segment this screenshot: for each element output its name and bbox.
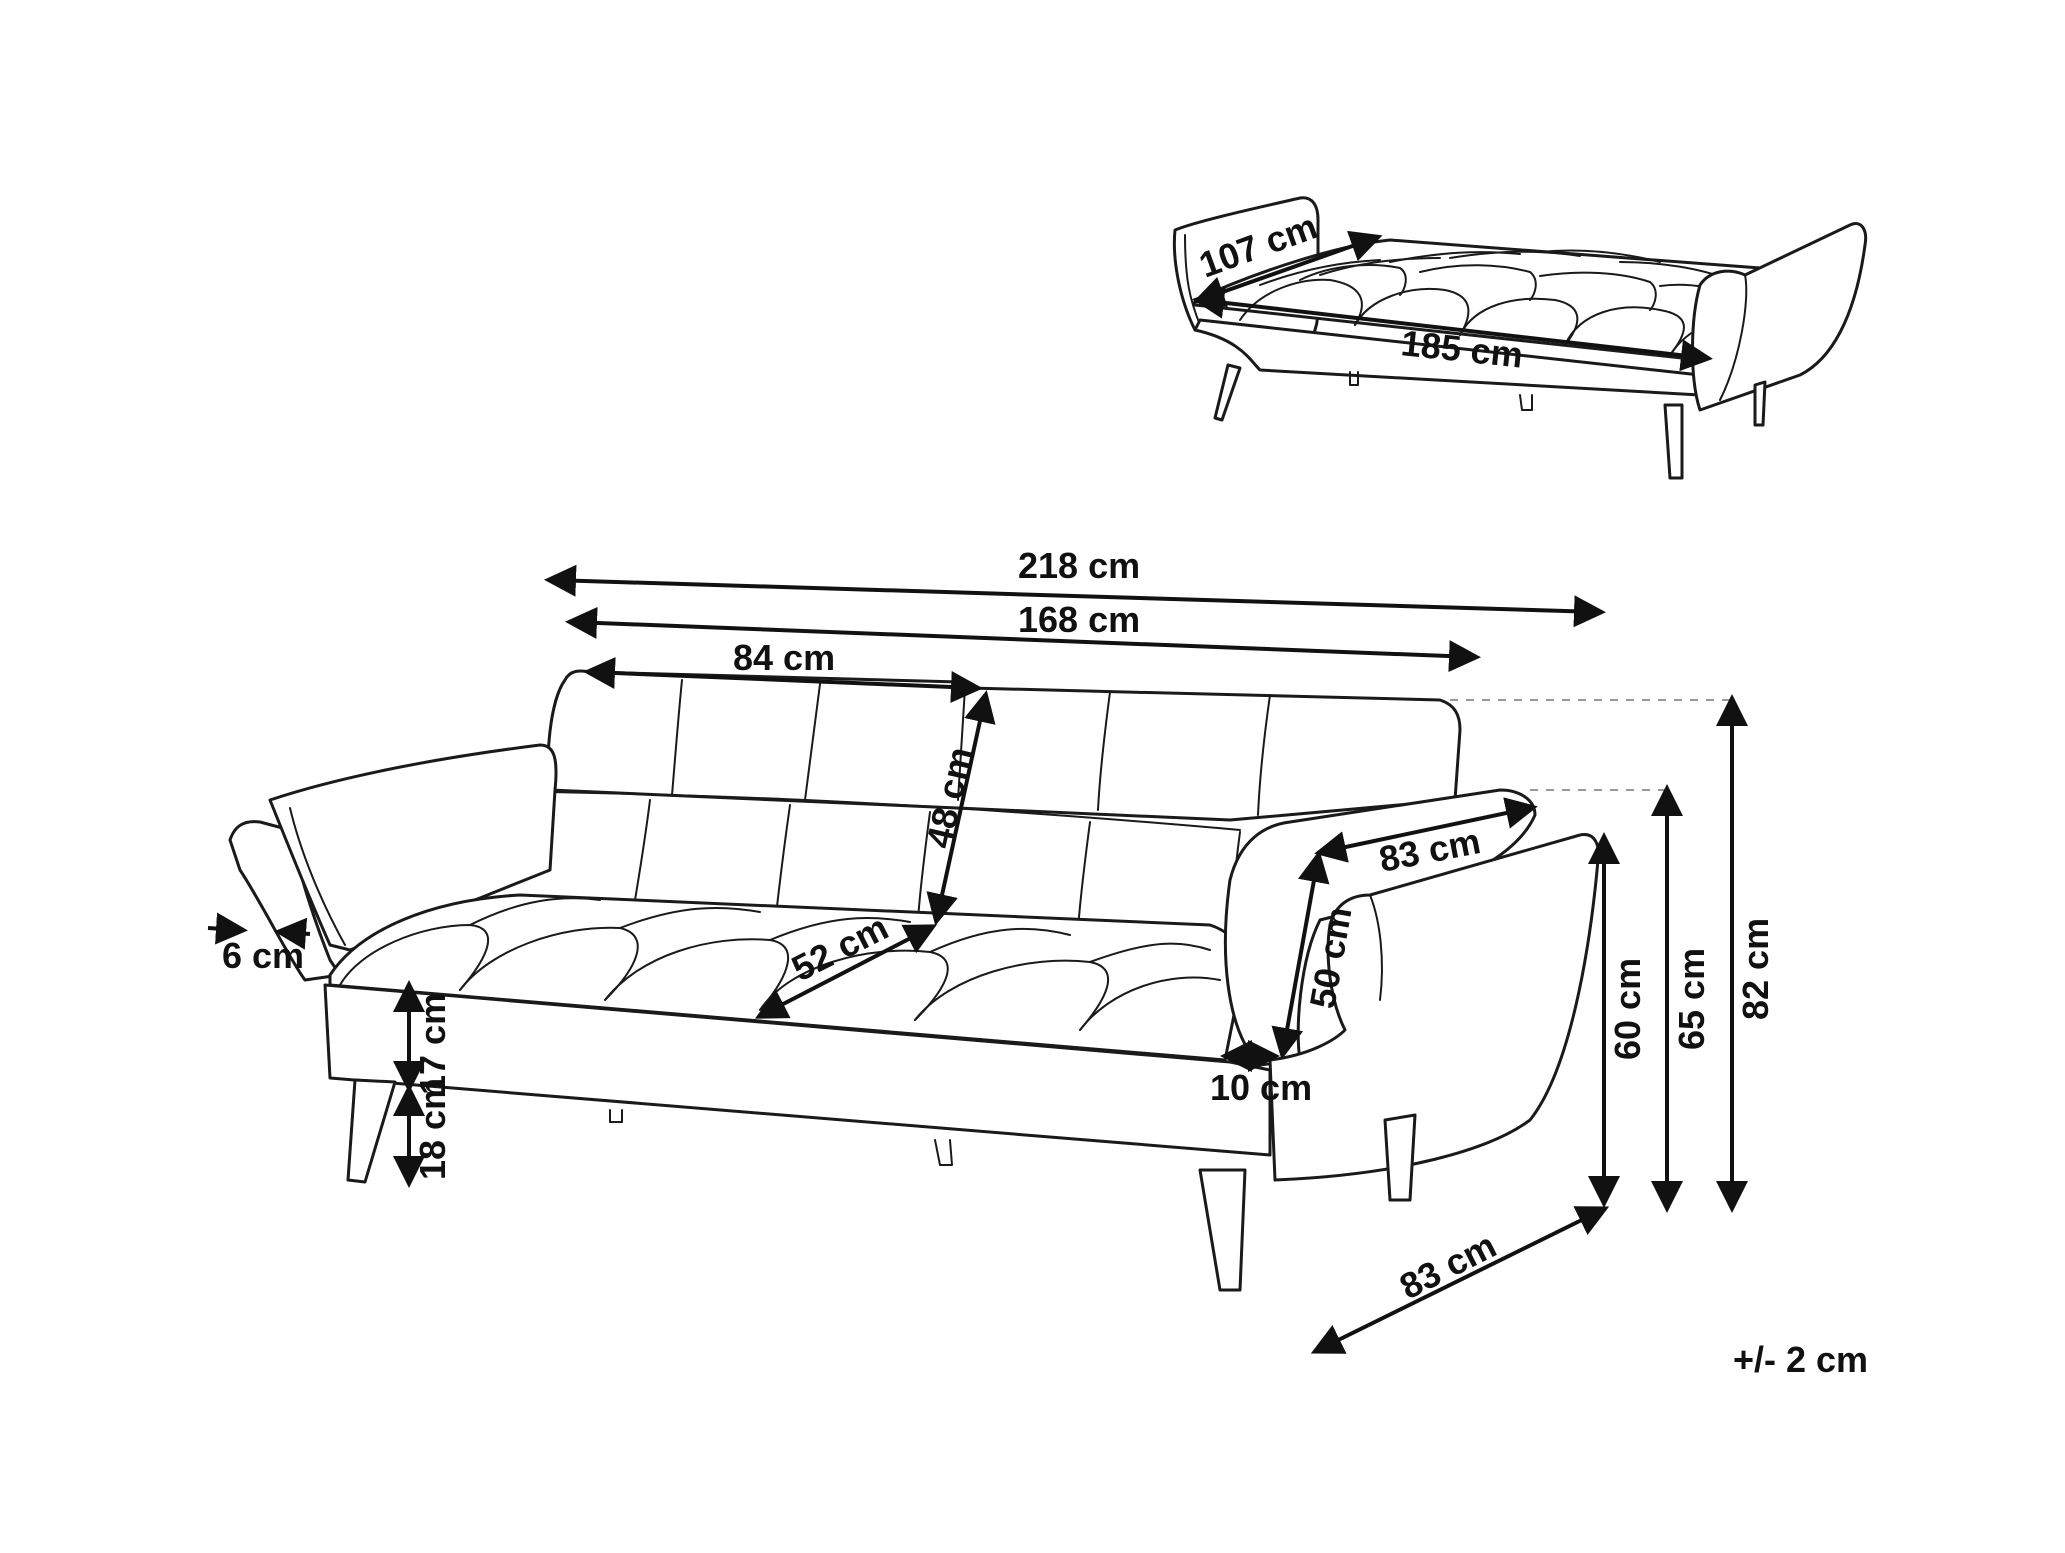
sofa-left-outer-arm xyxy=(228,820,342,982)
label-height-arm-top: 65 cm xyxy=(1671,948,1712,1050)
bed-leg-right xyxy=(1753,380,1767,427)
dim-84-line xyxy=(583,657,983,703)
sofa-leg-right-front xyxy=(1198,1168,1247,1292)
label-leg-height: 18 cm xyxy=(412,1078,453,1180)
bed-leg-front xyxy=(1663,403,1684,480)
sofa-right-arm-inner xyxy=(1369,894,1383,1001)
sofa-front-rail xyxy=(323,983,1272,1157)
label-armrest-thickness: 10 cm xyxy=(1210,1067,1312,1108)
bed-leg-middle xyxy=(1519,394,1533,411)
dim-6-right-arrow xyxy=(274,917,311,950)
dim-48-line xyxy=(926,690,996,926)
sofa-leg-back xyxy=(609,1109,623,1123)
label-height-seat-arm: 60 cm xyxy=(1607,958,1648,1060)
bed-leg-back xyxy=(1349,371,1359,386)
sofa-illustration xyxy=(228,669,1600,1292)
label-height-total: 82 cm xyxy=(1735,918,1776,1020)
bed-right-arm-inner xyxy=(1719,274,1748,401)
bed-right-arm xyxy=(1691,222,1868,412)
label-depth-total: 83 cm xyxy=(1393,1224,1503,1307)
sofa-left-arm xyxy=(268,743,558,952)
dim-168-line xyxy=(565,606,1481,673)
dim-6-left-arrow xyxy=(207,912,248,945)
dashed-guides xyxy=(1450,699,1730,791)
dim-50-line xyxy=(1271,850,1330,1060)
label-backrest-width: 84 cm xyxy=(733,637,835,678)
bed-leg-left xyxy=(1213,363,1242,422)
sofa-backrest xyxy=(546,669,1462,822)
sofa-leg-right-back xyxy=(1383,1113,1417,1202)
label-width-total: 218 cm xyxy=(1018,545,1140,586)
tolerance-note: +/- 2 cm xyxy=(1733,1339,1868,1380)
dim-52-line xyxy=(754,924,938,1019)
label-armrest-gap: 6 cm xyxy=(222,935,304,976)
dim-185-line xyxy=(1192,286,1713,372)
dim-218-line xyxy=(544,564,1606,628)
dim-83-arm-line xyxy=(1314,797,1538,863)
sofa-left-arm-inner xyxy=(289,807,346,946)
dimension-lines xyxy=(207,230,1748,1354)
label-seat-thickness: 17 cm xyxy=(412,993,453,1095)
label-width-seat: 168 cm xyxy=(1018,599,1140,640)
sofa-leg-middle xyxy=(934,1139,953,1166)
sofa-leg-left xyxy=(346,1078,397,1184)
dim-83-depth-line xyxy=(1310,1206,1610,1354)
